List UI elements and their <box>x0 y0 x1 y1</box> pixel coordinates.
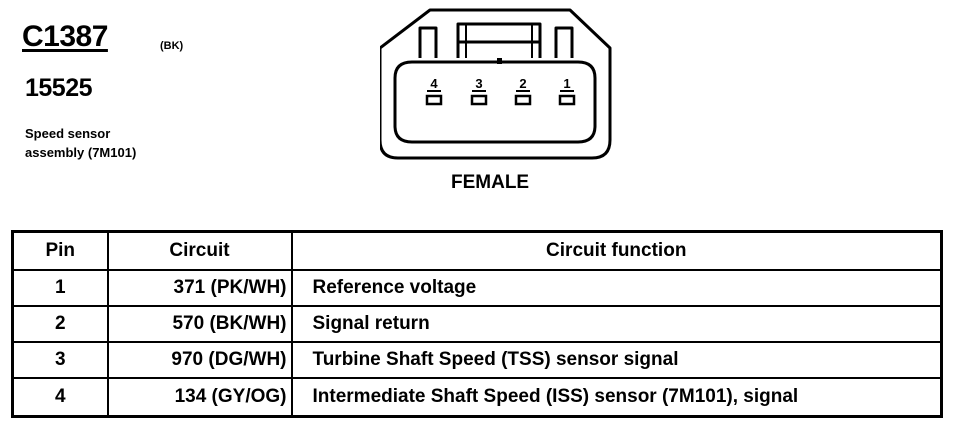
cavity-label-1: 1 <box>563 76 570 91</box>
pinout-table: Pin Circuit Circuit function 1 371 (PK/W… <box>11 230 943 418</box>
table-row: 2 570 (BK/WH) Signal return <box>11 305 943 343</box>
header-circuit-function: Circuit function <box>290 230 943 271</box>
cavity-4 <box>425 94 443 106</box>
function-cell: Intermediate Shaft Speed (ISS) sensor (7… <box>290 377 943 418</box>
connector-description: Speed sensor assembly (7M101) <box>25 126 137 160</box>
connector-gender-label: FEMALE <box>451 172 530 193</box>
connector-face-diagram: 4 3 2 1 <box>380 8 612 160</box>
circuit-cell: 570 (BK/WH) <box>106 305 293 343</box>
cavity-label-4: 4 <box>430 76 438 91</box>
pin-cell: 2 <box>11 305 109 343</box>
header-pin: Pin <box>11 230 109 271</box>
circuit-cell: 371 (PK/WH) <box>106 269 293 307</box>
table-row: 3 970 (DG/WH) Turbine Shaft Speed (TSS) … <box>11 341 943 379</box>
cavity-1 <box>558 94 576 106</box>
cavity-label-3: 3 <box>475 76 482 91</box>
part-number: 15525 <box>25 74 93 102</box>
circuit-cell: 970 (DG/WH) <box>106 341 293 379</box>
table-row: 1 371 (PK/WH) Reference voltage <box>11 269 943 307</box>
pin-cell: 1 <box>11 269 109 307</box>
cavity-3 <box>470 94 488 106</box>
table-header-row: Pin Circuit Circuit function <box>11 230 943 271</box>
function-cell: Reference voltage <box>290 269 943 307</box>
connector-id: C1387 <box>22 20 108 53</box>
circuit-cell: 134 (GY/OG) <box>106 377 293 418</box>
connector-color: (BK) <box>160 40 184 52</box>
table-row: 4 134 (GY/OG) Intermediate Shaft Speed (… <box>11 377 943 418</box>
cavity-2 <box>514 94 532 106</box>
header-circuit: Circuit <box>106 230 293 271</box>
pin-cell: 3 <box>11 341 109 379</box>
function-cell: Signal return <box>290 305 943 343</box>
connector-inner-face <box>393 60 597 144</box>
function-cell: Turbine Shaft Speed (TSS) sensor signal <box>290 341 943 379</box>
connector-outer-shell <box>380 8 612 160</box>
pin-cell: 4 <box>11 377 109 418</box>
cavity-label-2: 2 <box>519 76 526 91</box>
